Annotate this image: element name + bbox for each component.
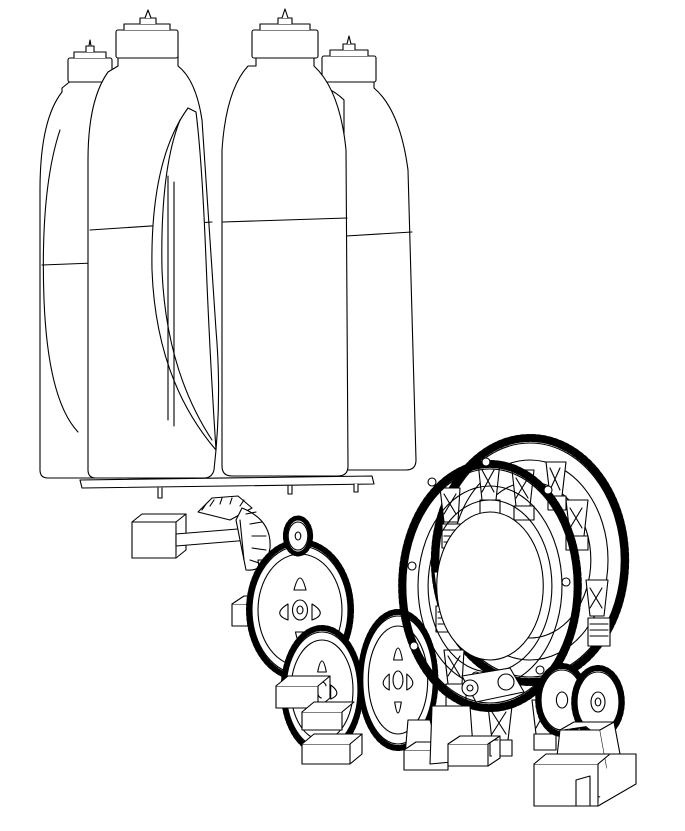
bottle-front-right [222, 9, 348, 476]
left-mount-block-4 [302, 712, 342, 730]
bottle-back-right-cap [322, 56, 376, 82]
ring-gear-rotor [402, 438, 625, 756]
cradle-frame-4 [586, 580, 610, 646]
bottle-front-right-cap [252, 30, 318, 58]
left-mount-block-3 [302, 744, 350, 764]
middle-stand-base [448, 744, 488, 766]
bottle-group [40, 9, 416, 498]
ring-gear-front [402, 464, 578, 708]
bevel-gear-side [236, 508, 270, 570]
left-pinion-gear [285, 518, 310, 554]
right-small-gear-2 [574, 668, 622, 736]
ring-hub-crank [462, 668, 524, 702]
shaft-block [132, 522, 176, 558]
ring-bolts [408, 458, 570, 680]
bottle-front-left-cap [116, 30, 178, 58]
right-stand-base [534, 764, 598, 806]
left-gear-train [232, 518, 362, 764]
bottle-base-plate [80, 476, 374, 498]
bottle-back-right [322, 36, 416, 470]
right-gear-assembly [430, 666, 636, 806]
bottle-front-left [88, 10, 219, 478]
bevel-gear-assembly [132, 496, 270, 570]
